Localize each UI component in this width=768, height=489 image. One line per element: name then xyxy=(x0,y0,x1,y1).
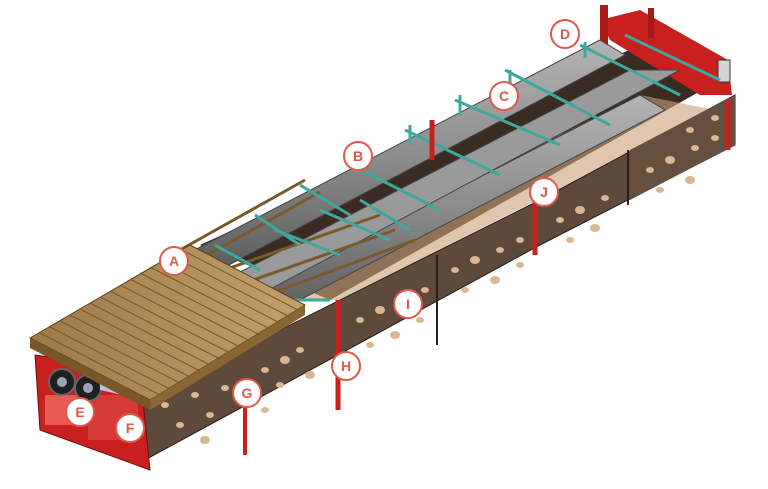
callout-h: H xyxy=(331,351,361,381)
side-panels xyxy=(139,94,736,461)
callout-e: E xyxy=(65,397,95,427)
rear-end-frame xyxy=(600,5,732,95)
callout-i: I xyxy=(393,289,423,319)
callout-c: C xyxy=(489,81,519,111)
callout-d: D xyxy=(550,19,580,49)
callout-f: F xyxy=(115,413,145,443)
teal-guide-brackets xyxy=(214,33,721,302)
callout-b: B xyxy=(343,141,373,171)
panel-holes xyxy=(161,115,719,444)
callout-j: J xyxy=(529,177,559,207)
callout-g: G xyxy=(232,378,262,408)
callout-a: A xyxy=(159,246,189,276)
